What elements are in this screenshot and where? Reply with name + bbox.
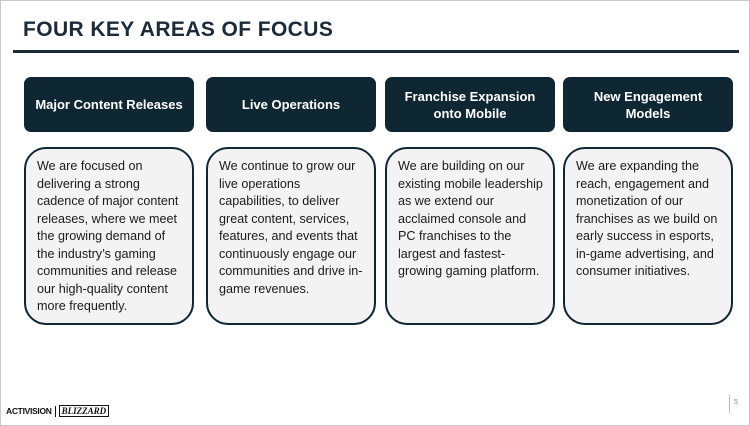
title-underline [13, 50, 739, 53]
focus-area-header: Major Content Releases [24, 77, 194, 132]
focus-area-description: We are building on our existing mobile l… [385, 147, 555, 325]
focus-area-major-content: Major Content Releases We are focused on… [24, 77, 194, 325]
focus-area-description: We are focused on delivering a strong ca… [24, 147, 194, 325]
focus-area-description: We are expanding the reach, engagement a… [563, 147, 733, 325]
focus-area-header: Live Operations [206, 77, 376, 132]
focus-area-header: Franchise Expansion onto Mobile [385, 77, 555, 132]
focus-area-live-operations: Live Operations We continue to grow our … [206, 77, 376, 325]
focus-area-description: We continue to grow our live operations … [206, 147, 376, 325]
blizzard-wordmark: BLIZZARD [58, 405, 110, 417]
page-number: 5 [734, 399, 738, 406]
slide-title: FOUR KEY AREAS OF FOCUS [23, 18, 334, 41]
focus-area-header: New Engagement Models [563, 77, 733, 132]
activision-blizzard-logo: ACTIVISION BLIZZARD [6, 405, 110, 417]
page-number-divider [729, 395, 730, 413]
logo-divider [54, 405, 56, 417]
activision-wordmark: ACTIVISION [6, 406, 52, 416]
focus-area-new-engagement: New Engagement Models We are expanding t… [563, 77, 733, 325]
focus-area-franchise-expansion: Franchise Expansion onto Mobile We are b… [385, 77, 555, 325]
